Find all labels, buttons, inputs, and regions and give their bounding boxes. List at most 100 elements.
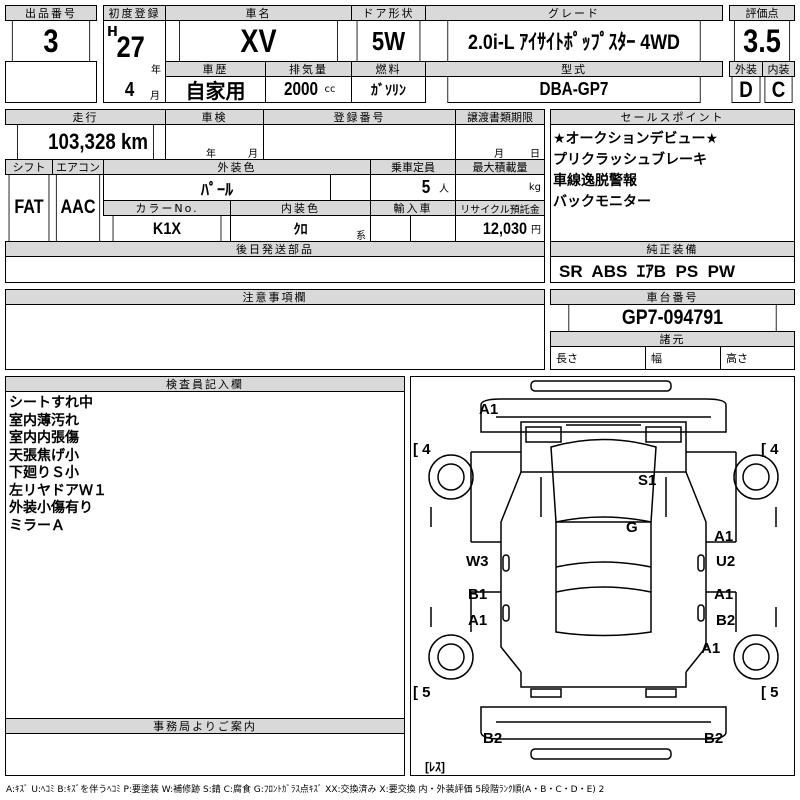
inspector-note: 左リヤドアＷ１ — [9, 482, 107, 499]
import-a — [370, 215, 411, 242]
office-notes — [5, 733, 405, 776]
history-label: 車歴 — [165, 61, 266, 77]
first-reg-cell: H 27 年 4 月 — [103, 20, 166, 103]
width: 幅 — [645, 346, 721, 370]
inspector-label: 検査員記入欄 — [5, 376, 405, 392]
damage-mark: A1 — [701, 640, 721, 657]
int-color-cell: ｸﾛ 系 — [230, 215, 371, 242]
displacement-label: 排気量 — [265, 61, 352, 77]
height: 高さ — [720, 346, 795, 370]
damage-mark: S1 — [638, 472, 657, 489]
displacement-cell: 2000 cc — [265, 76, 352, 103]
score: 3.5 — [733, 20, 791, 62]
damage-mark: A1 — [468, 612, 488, 629]
inspector-note: 室内内張傷 — [9, 430, 79, 446]
reg-no — [263, 124, 456, 160]
recycle-label: リサイクル預託金 — [455, 200, 545, 216]
car-name: XV — [179, 20, 338, 62]
lot-label: 出品番号 — [5, 5, 97, 21]
inspector-notes: シートすれ中 室内薄汚れ 室内内張傷 天張焦げ小 下廻りＳ小 左リヤドアＷ１ 外… — [5, 391, 405, 719]
sale-point: ★オークションデビュー★ — [553, 131, 719, 147]
inspector-note: シートすれ中 — [9, 395, 93, 411]
damage-mark: A1 — [714, 528, 734, 545]
notes — [5, 304, 545, 370]
tire-mark: [ 5 — [761, 684, 779, 701]
transfer-label: 譲渡書類期限 — [455, 109, 545, 125]
import-label: 輸入車 — [370, 200, 456, 216]
chassis-number: GP7-094791 — [568, 304, 777, 332]
damage-mark: W3 — [466, 553, 489, 570]
damage-mark: B2 — [704, 730, 724, 747]
color-no-label: カラーNo. — [103, 200, 231, 216]
int-score: C — [764, 76, 793, 103]
inspector-note: 外装小傷有り — [9, 500, 93, 516]
ext-label: 外装 — [729, 61, 763, 77]
shift: FAT — [8, 174, 50, 242]
month-unit: 月 — [150, 91, 160, 102]
score-label: 評価点 — [729, 5, 795, 21]
sale-point: 車線逸脱警報 — [553, 173, 637, 189]
inspection-cell: 年月 — [165, 124, 264, 160]
equipment: SR ABS ｴｱB PS PW — [550, 256, 795, 283]
spare-tire-mark: [ﾚｽ] — [425, 760, 445, 774]
tire-mark: [ 4 — [761, 441, 779, 458]
history: 自家用 — [165, 76, 266, 103]
damage-mark: B2 — [483, 730, 503, 747]
reg-month: 4 — [124, 79, 135, 101]
inspector-note: 室内薄汚れ — [9, 412, 79, 429]
capacity: 5 — [421, 177, 431, 197]
damage-mark: A1 — [714, 586, 734, 603]
inspection-month: 月 — [248, 149, 258, 160]
reg-year: 27 — [116, 31, 145, 64]
sale-point: バックモニター — [553, 194, 651, 210]
sale-points: ★オークションデビュー★ プリクラッシュブレーキ 車線逸脱警報 バックモニター — [550, 124, 795, 242]
reg-no-label: 登録番号 — [263, 109, 456, 125]
yen-unit: 円 — [531, 225, 541, 236]
cc-unit: cc — [324, 84, 336, 95]
int-color: ｸﾛ — [293, 221, 308, 238]
later-parts — [5, 256, 545, 283]
damage-mark: G — [626, 519, 638, 536]
capacity-unit: 人 — [439, 184, 449, 195]
max-load-label: 最大積載量 — [455, 159, 545, 175]
lot-blank — [5, 61, 97, 103]
fuel-label: 燃料 — [351, 61, 426, 77]
int-color-suffix: 系 — [356, 231, 366, 242]
door-type: 5W — [356, 20, 421, 62]
ac-label: エアコン — [52, 159, 104, 175]
first-reg-label: 初度登録 — [103, 5, 166, 21]
ext-color-extra — [330, 174, 371, 201]
legend: A:ｷｽﾞ U:ﾍｺﾐ B:ｷｽﾞを伴うﾍｺﾐ P:要塗装 W:補修跡 S:錆 … — [6, 785, 605, 795]
mileage: 103,328 km — [17, 124, 154, 160]
color-no: K1X — [112, 215, 222, 242]
equipment-label: 純正装備 — [550, 241, 795, 257]
inspector-note: ミラーＡ — [9, 517, 65, 534]
grade-label: グレード — [425, 5, 723, 21]
sale-points-label: セールスポイント — [550, 109, 795, 125]
mileage-label: 走行 — [5, 109, 166, 125]
ext-color-label: 外装色 — [103, 159, 371, 175]
later-parts-label: 後日発送部品 — [5, 241, 545, 257]
transfer-day: 日 — [530, 149, 540, 160]
shift-label: シフト — [5, 159, 53, 175]
ext-score: D — [731, 76, 761, 103]
import-b — [410, 215, 456, 242]
door-label: ドア形状 — [351, 5, 426, 21]
notes-label: 注意事項欄 — [5, 289, 545, 305]
car-outline — [428, 380, 779, 760]
car-diagram: A1 S1 G W3 A1 U2 B1 A1 A1 B2 A1 A1 B2 B2… — [410, 376, 795, 776]
damage-mark: B1 — [468, 586, 488, 603]
model-label: 型式 — [425, 61, 723, 77]
displacement: 2000 — [284, 79, 319, 99]
damage-mark: B2 — [716, 612, 736, 629]
ext-color: ﾊﾟｰﾙ — [103, 174, 331, 201]
tire-mark: [ 4 — [413, 441, 431, 458]
inspector-note: 天張焦げ小 — [9, 447, 79, 464]
transfer-cell: 月日 — [455, 124, 545, 160]
office-label: 事務局よりご案内 — [5, 718, 405, 734]
chassis-label: 車台番号 — [550, 289, 795, 305]
model-code: DBA-GP7 — [447, 76, 701, 103]
recycle-fee: 12,030 — [482, 218, 528, 238]
